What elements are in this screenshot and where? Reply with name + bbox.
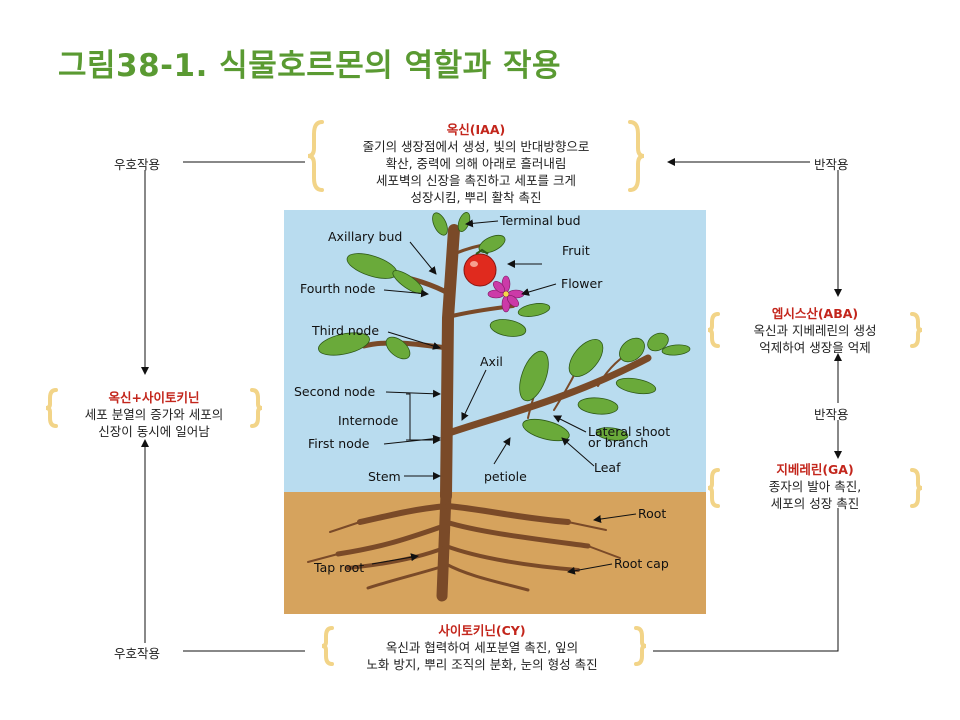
ga-box: 지베레린(GA) 종자의 발아 촉진, 세포의 성장 촉진 [720, 461, 910, 512]
auxin-line: 성장시킴, 뿌리 활착 촉진 [410, 190, 542, 205]
auxin-cytokinin-line: 신장이 동시에 일어남 [98, 424, 210, 439]
ga-title: 지베레린(GA) [776, 462, 854, 477]
label-leaf: Leaf [594, 460, 621, 475]
cytokinin-line: 옥신과 협력하여 세포분열 촉진, 잎의 [385, 640, 579, 655]
braces [45, 120, 923, 666]
label-flower: Flower [561, 276, 603, 291]
pointer-lines [371, 219, 637, 575]
antagonism-label-middle: 반작용 [814, 407, 849, 422]
cytokinin-brace-right [634, 626, 647, 666]
label-stem: Stem [368, 469, 401, 484]
cytokinin-box: 사이토키닌(CY) 옥신과 협력하여 세포분열 촉진, 잎의 노화 방지, 뿌리… [330, 622, 634, 673]
cytokinin-line: 노화 방지, 뿌리 조직의 분화, 눈의 형성 촉진 [366, 657, 598, 672]
leaves [318, 212, 691, 442]
ga-line: 종자의 발아 촉진, [768, 479, 862, 494]
flower-illustration [487, 275, 525, 313]
ga-to-cytokinin-line [653, 508, 839, 652]
label-lateral-shoot: Lateral shoot [588, 424, 671, 439]
aba-box: 엡시스산(ABA) 옥신과 지베레린의 생성 억제하여 생장을 억제 [720, 305, 910, 356]
label-second-node: Second node [294, 384, 376, 399]
diagram-svg [45, 120, 923, 666]
slide-title: 그림38-1. 식물호르몬의 역할과 작용 [58, 48, 561, 84]
auxin-cytokinin-line: 세포 분열의 증가와 세포의 [84, 407, 224, 422]
auxcy-brace-right [250, 388, 263, 428]
auxin-cytokinin-box: 옥신+사이토키닌 세포 분열의 증가와 세포의 신장이 동시에 일어남 [58, 389, 250, 440]
synergy-label-top: 우호작용 [114, 157, 161, 172]
label-first-node: First node [308, 436, 370, 451]
cytokinin-title: 사이토키닌(CY) [438, 623, 526, 638]
auxcy-brace-left [45, 388, 58, 428]
auxin-brace-left [307, 120, 324, 192]
plant-illustration [284, 210, 706, 614]
ga-brace-right [910, 468, 923, 508]
label-fourth-node: Fourth node [300, 281, 376, 296]
aba-brace-left [707, 312, 720, 348]
cytokinin-brace-left [321, 626, 334, 666]
auxin-brace-right [628, 120, 645, 192]
ga-brace-left [707, 468, 720, 508]
auxin-line: 세포벽의 신장을 촉진하고 세포를 크게 [376, 173, 576, 188]
label-axillary-bud: Axillary bud [328, 229, 403, 244]
auxin-line: 확산, 중력에 의해 아래로 흘러내림 [385, 156, 567, 171]
relation-lines [141, 158, 842, 652]
roots [307, 488, 621, 602]
label-internode: Internode [338, 413, 399, 428]
ga-line: 세포의 성장 촉진 [770, 496, 860, 511]
label-tap-root: Tap root [314, 560, 365, 575]
label-fruit: Fruit [562, 243, 590, 258]
auxin-cytokinin-title: 옥신+사이토키닌 [108, 390, 200, 405]
label-terminal-bud: Terminal bud [500, 213, 581, 228]
synergy-label-bottom: 우호작용 [114, 646, 161, 661]
diagram-panel: Terminal bud Axillary bud Fruit Flower F… [8, 118, 952, 676]
auxin-line: 줄기의 생장점에서 생성, 빛의 반대방향으로 [362, 139, 590, 154]
label-root: Root [638, 506, 667, 521]
aba-title: 엡시스산(ABA) [771, 306, 859, 321]
auxin-box: 옥신(IAA) 줄기의 생장점에서 생성, 빛의 반대방향으로 확산, 중력에 … [324, 121, 628, 206]
aba-brace-right [910, 312, 923, 348]
label-root-cap: Root cap [614, 556, 669, 571]
fruit-illustration [463, 248, 497, 287]
label-third-node: Third node [312, 323, 380, 338]
aba-line: 옥신과 지베레린의 생성 [753, 323, 877, 338]
label-petiole: petiole [484, 469, 527, 484]
auxin-title: 옥신(IAA) [446, 122, 506, 137]
aba-line: 억제하여 생장을 억제 [759, 340, 871, 355]
label-axil: Axil [480, 354, 503, 369]
antagonism-label-top: 반작용 [814, 157, 849, 172]
label-or-branch: or branch [588, 435, 649, 450]
